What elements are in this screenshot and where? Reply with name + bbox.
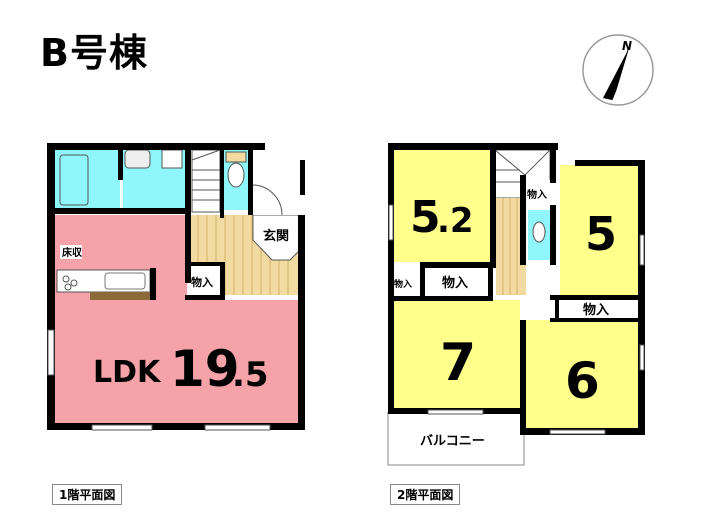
storage-2f-label-3: 物入 — [442, 275, 468, 291]
room-5-2-decimal: .2 — [437, 201, 474, 241]
storage-2f-label-2: 物入 — [394, 278, 412, 290]
floor2-caption: 2階平面図 — [390, 484, 461, 505]
room-6 — [525, 320, 640, 428]
floor2-plan: 5 .2 5 7 6 物入 物入 物入 物入 バルコニー — [387, 143, 645, 466]
room-7-label: 7 — [440, 333, 476, 393]
ldk-area — [55, 300, 300, 428]
storage-1f-label: 物入 — [191, 275, 213, 289]
room-7 — [393, 300, 520, 410]
ldk-size: 19 — [170, 340, 240, 398]
stairs-1f — [191, 149, 221, 213]
balcony-label: バルコニー — [420, 434, 485, 449]
kitchen-counter — [56, 269, 151, 300]
room-5-label: 5 — [585, 207, 617, 261]
ldk-size-decimal: .5 — [232, 355, 269, 395]
room-5-2 — [393, 150, 490, 262]
floor1-plan: 床収 玄関 物入 LDK 19 .5 — [47, 143, 305, 431]
balcony — [387, 411, 525, 466]
room-5 — [560, 165, 640, 295]
floor-storage-label: 床収 — [62, 246, 83, 259]
storage-2f-label-1: 物入 — [527, 188, 547, 201]
entrance-label: 玄関 — [263, 228, 289, 244]
walls-1f — [47, 143, 305, 430]
room-5-2-label: 5 — [410, 192, 441, 243]
storage-2f-label-4: 物入 — [583, 302, 609, 318]
compass-north-label: N — [622, 39, 632, 53]
ldk-label: LDK — [93, 355, 162, 390]
room-6-label: 6 — [565, 352, 600, 410]
compass-icon: N — [582, 34, 654, 106]
building-title: B号棟 — [40, 31, 148, 75]
floor1-caption: 1階平面図 — [52, 484, 123, 505]
